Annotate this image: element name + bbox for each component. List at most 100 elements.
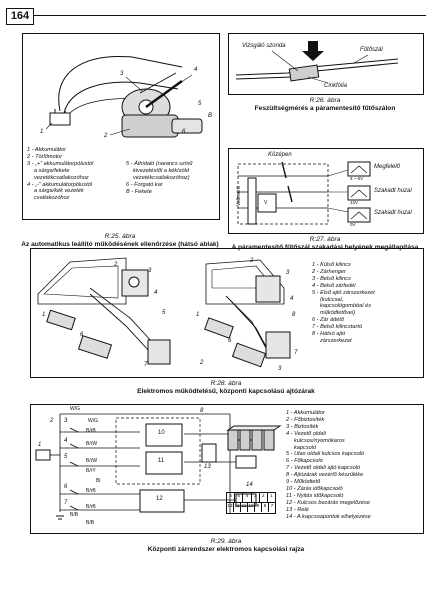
- voltmeter-icon: [257, 193, 277, 213]
- pin: 8: [262, 503, 269, 512]
- pin: 11: [241, 503, 248, 512]
- fig25-label-6: 6: [182, 129, 186, 135]
- fig25-legend-left: 1 - Akkumulátor 2 - Törlőmotor 3 - „+” a…: [27, 147, 93, 202]
- legend-line: 8 - Hátsó ajtó: [312, 331, 346, 338]
- fig28-legend: 1 - Külső kilincs 2 - Zárhenger 3 - Bels…: [312, 262, 375, 345]
- fig28-number: R:28. ábra: [210, 380, 242, 387]
- legend-line: csatlakozóhoz: [34, 195, 70, 202]
- legend-line: 10 - Zárás időkapcsoló: [286, 485, 343, 492]
- legend-line: 6 - Zár áttétő: [312, 317, 345, 324]
- fig29-number: R:29. ábra: [210, 538, 242, 545]
- legend-line: 7 - Belső kilincstartó: [312, 324, 363, 331]
- wire-label: W/G: [70, 406, 80, 412]
- legend-line: 12 - Kulcsos bezárás megelőzése: [286, 499, 370, 506]
- door-lock-diagram: [37, 257, 291, 368]
- page-number: 164: [6, 8, 34, 25]
- wire-label: B/rB: [86, 428, 96, 434]
- wire-label: B/B: [70, 512, 79, 518]
- fig28-label: 3: [286, 270, 290, 276]
- component-label: 1: [38, 442, 42, 448]
- voltmeter-label: Voltmérő: [236, 186, 242, 206]
- fig29-legend: 1 - Akkumulátor 2 - Főbiztosíték 3 - Biz…: [286, 410, 371, 521]
- value-12v: 12V: [350, 200, 359, 205]
- legend-line: kivezetéstől a kék/zöld: [133, 167, 189, 174]
- heater-break-diagram: [237, 161, 371, 225]
- figure-25-frame: [22, 33, 220, 220]
- legend-line: 9 - Működtető: [286, 479, 321, 486]
- value-4-6v: 4 ~ 6V: [350, 176, 364, 181]
- fig25-number: R:25. ábra: [104, 233, 136, 240]
- component-label: 5: [64, 454, 68, 460]
- fig28-label: 4: [154, 290, 158, 296]
- battery-icon: [49, 112, 71, 126]
- figure-29: W/G W/G B/rB B/rW B/rW B/rY Bl B/rB B/rB…: [30, 404, 424, 584]
- figure-25: 3 4 5 6 B 1 2 1 - Akkumulátor 2 - Törlőm…: [21, 33, 220, 265]
- legend-line: kulcsos/nyomókaros: [294, 437, 345, 444]
- legend-line: 4 - „-” akkumulátorpólustól: [27, 181, 92, 188]
- legend-line: 2 - Zárhenger: [312, 268, 346, 275]
- legend-line: 2 - Törlőmotor: [27, 153, 63, 160]
- component-label: 8: [200, 408, 204, 414]
- legend-line: 1 - Külső kilincs: [312, 262, 351, 268]
- fig28-label: 2: [200, 360, 204, 366]
- fig28-label: 3: [148, 268, 152, 274]
- fig25-label-2: 2: [104, 133, 108, 139]
- component-label: 7: [64, 500, 68, 506]
- legend-line: kapcsológombbal és: [320, 303, 371, 310]
- fig25-label-1: 1: [40, 129, 44, 135]
- figure-26: Vizsgáló szonda Fűtőszál Cinkfólia R:26.…: [228, 33, 424, 143]
- figure-29-frame: [30, 404, 424, 534]
- pin: 12: [234, 503, 241, 512]
- fig28-label: 2: [114, 262, 118, 268]
- legend-line: 1 - Akkumulátor: [286, 410, 325, 416]
- component-label: 4: [64, 438, 68, 444]
- header-rule: [34, 15, 426, 16]
- fig28-label: 4: [290, 296, 294, 302]
- fig25-title: Az automatikus leállító működésének elle…: [21, 241, 219, 248]
- legend-line: 5 - Áthidaló (narancs színű: [126, 161, 193, 167]
- wire-label: Bl: [96, 478, 101, 484]
- fig29-title: Központi zárrendszer elektromos kapcsolá…: [147, 546, 305, 553]
- value-v: V: [264, 200, 268, 206]
- good-label: Megfelelő: [374, 164, 401, 170]
- fig28-label: 5: [162, 310, 166, 316]
- fig27-caption: R:27. ábra A páramentesítő fűtőszál szak…: [228, 236, 422, 252]
- fig28-label: 6: [228, 338, 232, 344]
- value-0v: 0V: [350, 222, 356, 227]
- relay-block-illustration: [226, 425, 282, 451]
- fig26-caption: R:26. ábra Feszültségmérés a páramentesí…: [228, 97, 422, 113]
- fig28-label: 3: [278, 366, 282, 372]
- legend-line: 3 - Belső kilincs: [312, 275, 351, 282]
- legend-line: 1 - Akkumulátor: [27, 147, 66, 153]
- fig28-label: 7: [144, 362, 148, 368]
- pin-row: 13 12 11 10 9 8 7: [227, 503, 275, 512]
- fig26-number: R:26. ábra: [309, 97, 341, 104]
- wrap-label: Cinkfólia: [324, 83, 348, 89]
- component-label: 11: [158, 458, 165, 464]
- pin: 3: [252, 493, 260, 502]
- component-label: 6: [64, 484, 68, 490]
- legend-line: vezetékcsatlakozóhoz): [133, 174, 190, 181]
- wire-label: B/rW: [86, 458, 98, 464]
- legend-line: 6 - Forgató kar: [126, 181, 163, 188]
- wire-label: B/rW: [86, 441, 98, 447]
- legend-line: 6 - Főkapcsoló: [286, 458, 323, 465]
- broken-wire-label-1: Szakadt huzal: [374, 188, 412, 194]
- component-label: 14: [246, 482, 253, 488]
- legend-line: 8 - Ajtózárak vezérlő készüléke: [286, 472, 364, 479]
- legend-line: kapcsoló: [294, 444, 317, 451]
- fig25-label-b: B: [208, 113, 213, 119]
- component-label: 10: [158, 430, 165, 436]
- wire-label: B/rB: [86, 488, 96, 494]
- fig28-caption: R:28. ábra Elektromos működtetésű, közpo…: [30, 380, 422, 396]
- fig26-title: Feszültségmérés a páramentesítő fűtőszál…: [254, 105, 396, 112]
- fig27-title: A páramentesítő fűtőszál szakadási helyé…: [231, 244, 419, 251]
- component-label: 13: [204, 464, 211, 470]
- legend-line: 11 - Nyitás időkapcsoló: [286, 492, 344, 499]
- legend-line: (kulccsal,: [320, 296, 344, 303]
- figure-28: 1 2 3 4 5 6 7 1 2 3 4 8 6 7 2 3 1 - Küls…: [30, 248, 424, 403]
- fig28-label: 6: [80, 332, 84, 338]
- probe-label: Vizsgáló szonda: [242, 43, 286, 49]
- pin: 13: [227, 503, 234, 512]
- pin: 9: [255, 503, 262, 512]
